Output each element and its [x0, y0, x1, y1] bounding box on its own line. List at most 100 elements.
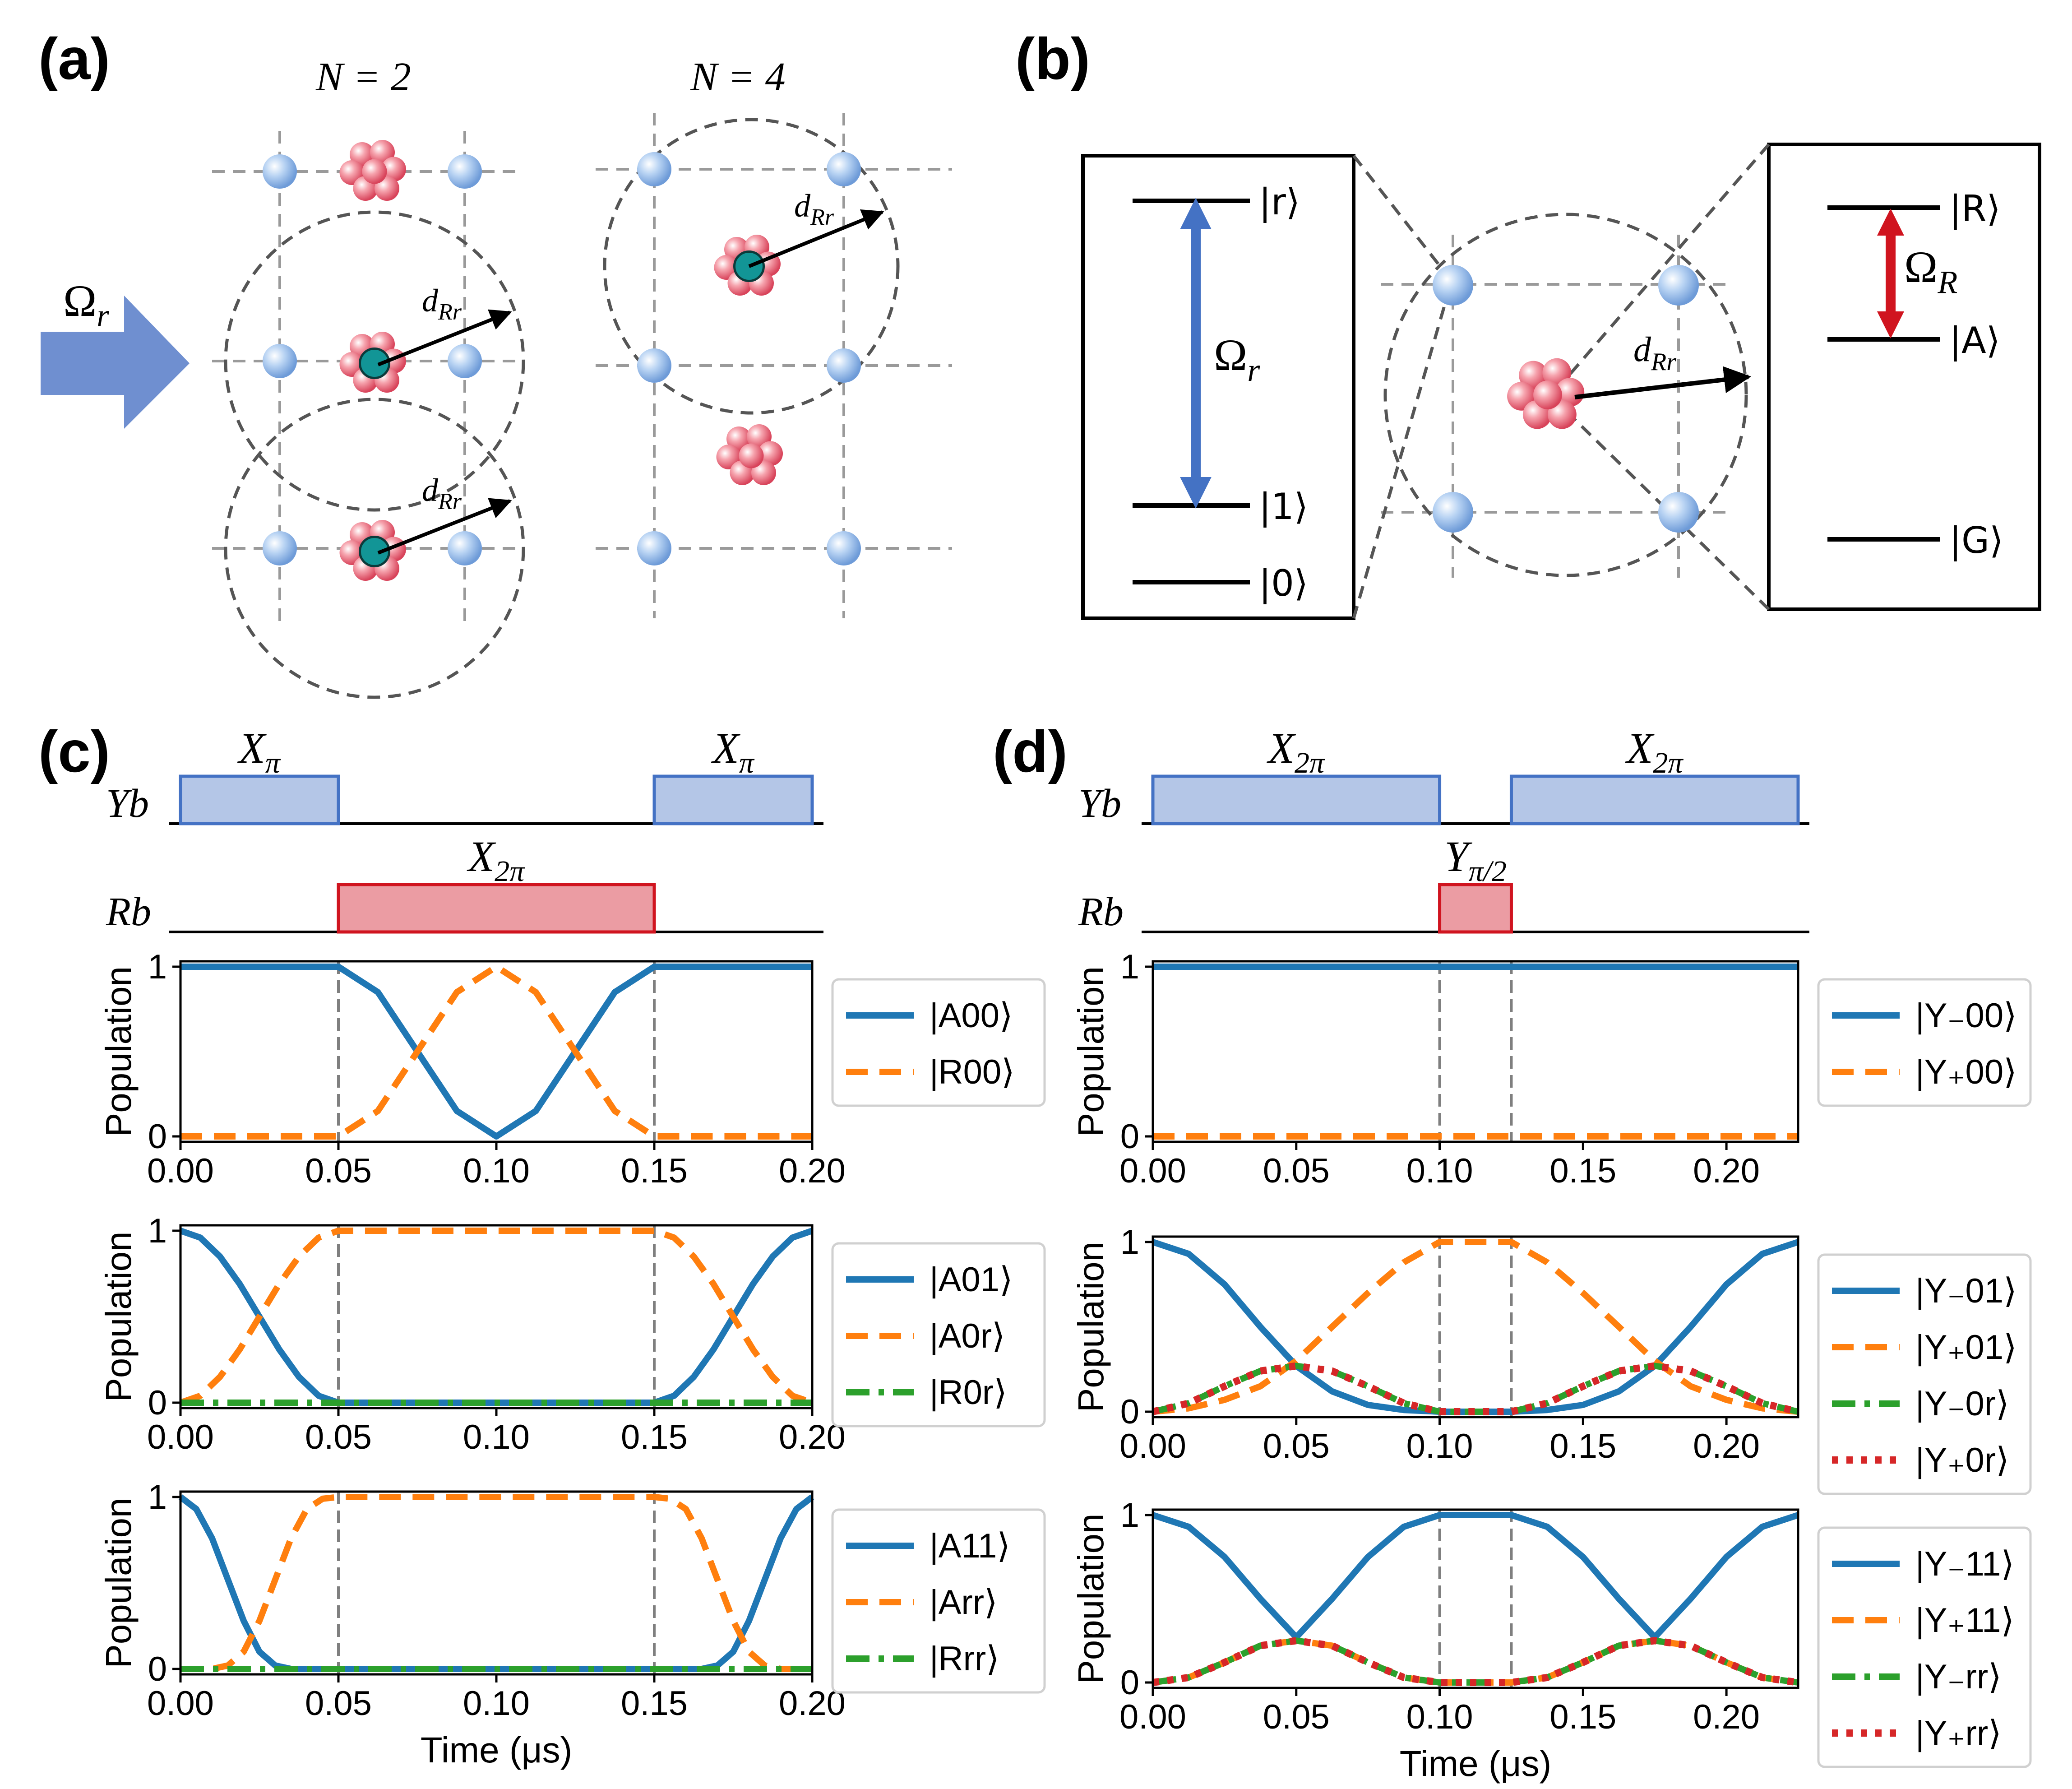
- panel-a-label: (a): [38, 26, 110, 92]
- rb-atom-cluster: [714, 235, 781, 296]
- x-tick-label: 0.05: [305, 1152, 372, 1190]
- plot-frame: [1152, 1508, 1799, 1689]
- series-line: [180, 1494, 812, 1672]
- y-tick-label: 1: [1120, 1496, 1139, 1534]
- yb-atom: [637, 531, 671, 565]
- rb-atom: [362, 159, 387, 184]
- series-line: [180, 964, 812, 1140]
- panel-b-label: (b): [1015, 26, 1090, 92]
- x-tick-label: 0.20: [1693, 1427, 1760, 1465]
- x-axis-label: Time (μs): [421, 1730, 572, 1770]
- level-r: |r⟩: [1259, 181, 1300, 223]
- legend-entry: |Y₋0r⟩: [1915, 1385, 2009, 1423]
- x-tick-label: 0.00: [1119, 1152, 1186, 1190]
- legend-entry: |Y₋01⟩: [1915, 1272, 2017, 1310]
- y-tick-label: 0: [1120, 1664, 1139, 1702]
- series-line: [180, 964, 812, 1140]
- x-tick-label: 0.05: [1263, 1152, 1330, 1190]
- x-tick-label: 0.05: [1263, 1427, 1330, 1465]
- x-tick-label: 0.20: [1693, 1698, 1760, 1736]
- legend-entry: |Y₋11⟩: [1915, 1545, 2014, 1583]
- yb-atom: [263, 531, 297, 565]
- panel-c-label: (c): [38, 718, 110, 784]
- legend: [831, 1508, 1046, 1694]
- x-tick-label: 0.05: [305, 1418, 372, 1456]
- y-tick-label: 1: [1120, 948, 1139, 986]
- yb-pulse-label: Xπ: [711, 724, 755, 779]
- level-R: |R⟩: [1949, 188, 2001, 230]
- legend-entry: |R00⟩: [930, 1053, 1015, 1091]
- y-tick-label: 1: [148, 1212, 167, 1250]
- yb-level-box: [1081, 154, 1355, 620]
- yb-atom: [637, 348, 671, 383]
- x-axis-label: Time (μs): [1400, 1743, 1551, 1784]
- rb-atom-cluster: [339, 332, 406, 393]
- yb-atom: [827, 531, 861, 565]
- rydberg-excited-atom: [359, 536, 390, 567]
- rb-pulse: [1438, 883, 1513, 934]
- yb-atom: [637, 152, 671, 186]
- rb-pulse-label: X2π: [467, 832, 526, 888]
- yb-pulse-label: X2π: [1266, 724, 1325, 779]
- yb-atoms: [263, 152, 861, 565]
- series-line: [1152, 1512, 1799, 1641]
- series-line: [179, 1228, 814, 1406]
- x-tick-label: 0.00: [1119, 1698, 1186, 1736]
- d-rr-label: dRr: [1633, 329, 1676, 376]
- rb-pulse: [337, 883, 656, 934]
- rb-atom-cluster: [1507, 358, 1585, 429]
- panel-a: (a) N = 2 N = 4 Ωr: [38, 26, 952, 699]
- yb-atom: [448, 344, 482, 378]
- rb-atom-cluster: [339, 140, 406, 201]
- x-tick-label: 0.15: [1549, 1152, 1616, 1190]
- rydberg-excited-atom: [359, 348, 390, 379]
- y-tick-label: 1: [148, 948, 167, 986]
- yb-atom: [1433, 265, 1473, 306]
- y-axis-label: Population: [98, 1497, 139, 1668]
- yb-atom: [1658, 265, 1699, 306]
- y-tick-label: 0: [148, 1384, 167, 1422]
- level-1: |1⟩: [1259, 486, 1308, 528]
- level-A: |A⟩: [1949, 320, 2000, 362]
- rb-level-box: [1767, 143, 2041, 611]
- d-rr-arrows: dRr dRr dRr: [377, 188, 884, 555]
- legend-entry: |A00⟩: [930, 996, 1013, 1035]
- y-tick-label: 0: [148, 1117, 167, 1156]
- x-tick-label: 0.20: [1693, 1152, 1760, 1190]
- d-rr-label: dRr: [422, 283, 462, 325]
- y-tick-label: 1: [1120, 1223, 1139, 1261]
- x-tick-label: 0.00: [1119, 1427, 1186, 1465]
- drive-arrow: [41, 296, 190, 429]
- legend-entry: |Y₊rr⟩: [1915, 1714, 2002, 1752]
- yb-atom: [263, 344, 297, 378]
- rb-atom: [739, 443, 764, 468]
- y-tick-label: 0: [1120, 1117, 1139, 1156]
- legend-entry: |A01⟩: [930, 1261, 1013, 1299]
- rb-atom-cluster: [1507, 358, 1585, 429]
- yb-atom: [263, 154, 297, 189]
- yb-pulse: [179, 774, 340, 825]
- y-axis-label: Population: [1071, 966, 1111, 1137]
- x-tick-label: 0.15: [1549, 1698, 1616, 1736]
- yb-atom: [827, 348, 861, 383]
- plot-frame: [179, 1224, 814, 1409]
- plot-frame: [1152, 960, 1799, 1143]
- yb-pulse-label: Xπ: [237, 724, 281, 779]
- x-tick-label: 0.15: [1549, 1427, 1616, 1465]
- omega-R-label: ΩR: [1904, 242, 1957, 300]
- x-tick-label: 0.05: [1263, 1698, 1330, 1736]
- series-line: [1152, 1637, 1799, 1686]
- yb-lane-label: Yb: [106, 781, 149, 826]
- omega-r-label: Ωr: [1214, 330, 1260, 388]
- rb-atom-cluster: [339, 520, 406, 581]
- rb-atom: [758, 441, 783, 466]
- legend: [1817, 1526, 2032, 1768]
